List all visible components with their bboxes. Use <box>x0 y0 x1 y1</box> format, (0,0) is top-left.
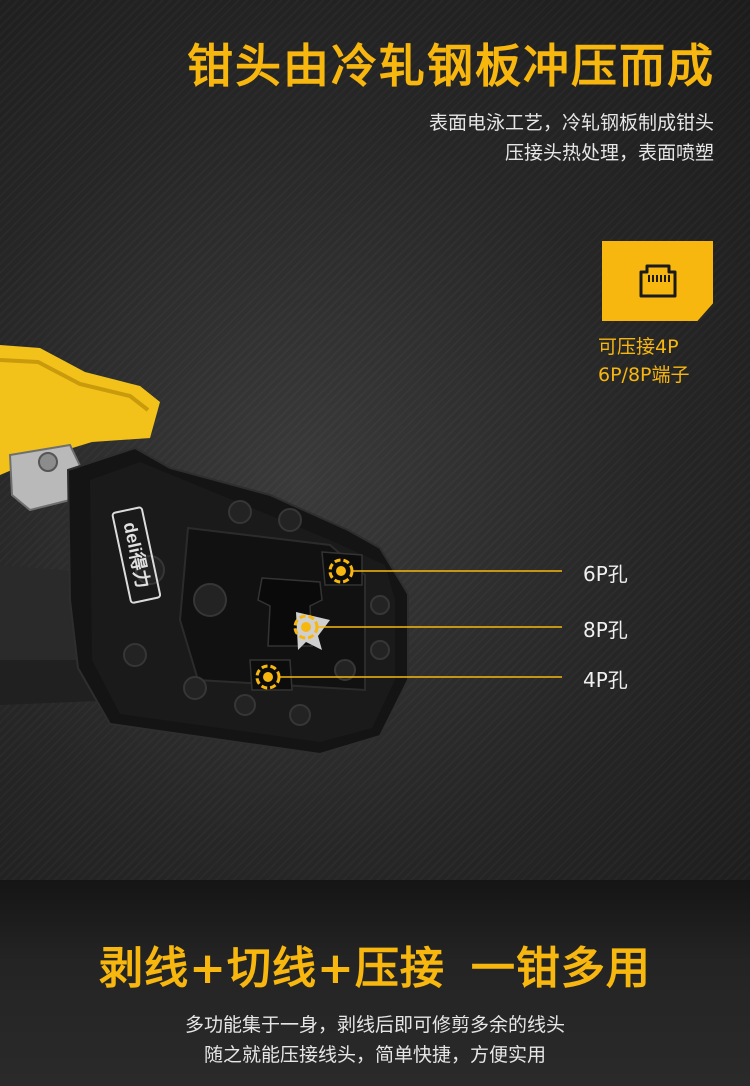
crimping-tool-illustration: deli得力 <box>0 345 562 756</box>
feature-section <box>0 880 750 1086</box>
description-line-2: 压接头热处理，表面喷塑 <box>504 142 714 164</box>
rj45-caption: 可压接4P 6P/8P端子 <box>598 333 690 389</box>
hole-label-4p: 4P孔 <box>583 668 628 692</box>
feature-title-part-2: 一钳多用 <box>470 943 651 994</box>
rj45-caption-line-1: 可压接4P <box>598 336 679 358</box>
rj45-port-icon <box>639 264 677 298</box>
hole-marker-6p <box>328 558 354 584</box>
feature-description-line-2: 随之就能压接线头，简单快捷，方便实用 <box>203 1044 546 1066</box>
rj45-caption-line-2: 6P/8P端子 <box>598 364 690 386</box>
feature-title: 剥线+切线+压接一钳多用 <box>0 932 750 996</box>
feature-description-line-1: 多功能集于一身，剥线后即可修剪多余的线头 <box>184 1014 565 1036</box>
rj45-badge <box>602 241 713 321</box>
hole-marker-4p <box>255 664 281 690</box>
description: 表面电泳工艺，冷轧钢板制成钳头 压接头热处理，表面喷塑 <box>429 108 714 168</box>
hole-label-8p: 8P孔 <box>583 618 628 642</box>
feature-description: 多功能集于一身，剥线后即可修剪多余的线头 随之就能压接线头，简单快捷，方便实用 <box>0 1010 750 1070</box>
handle-grip <box>0 345 160 475</box>
feature-title-part-1: 剥线+切线+压接 <box>99 943 445 994</box>
hole-marker-8p <box>293 614 319 640</box>
headline: 钳头由冷轧钢板冲压而成 <box>187 39 715 93</box>
hole-label-6p: 6P孔 <box>583 562 628 586</box>
description-line-1: 表面电泳工艺，冷轧钢板制成钳头 <box>428 112 714 134</box>
